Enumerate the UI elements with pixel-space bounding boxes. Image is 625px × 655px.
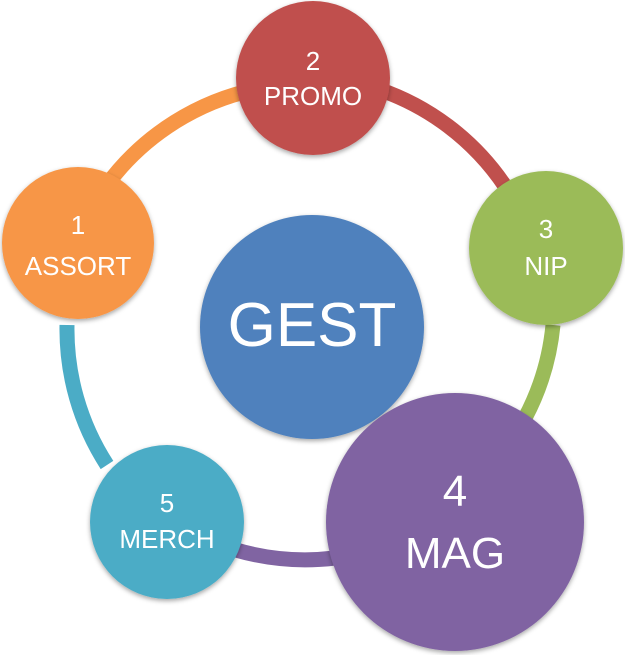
node-assort-circle: [2, 167, 154, 319]
node-mag-label: MAG: [405, 529, 505, 578]
connector-nip-mag: [518, 324, 561, 422]
connector-merch-assort: [59, 324, 114, 470]
connector-mag-merch: [233, 542, 336, 568]
node-promo-label: PROMO: [264, 81, 362, 111]
node-mag: 4 MAG: [326, 393, 584, 651]
node-nip-label: NIP: [524, 251, 567, 281]
node-merch-circle: [90, 445, 244, 599]
node-mag-number: 4: [443, 467, 467, 516]
center-circle: [200, 215, 424, 439]
node-promo: 2 PROMO: [236, 1, 390, 155]
node-merch-number: 5: [160, 488, 174, 518]
node-assort: 1 ASSORT: [2, 167, 154, 319]
center-label: GEST: [228, 291, 397, 360]
connector-promo-nip: [372, 80, 512, 191]
node-promo-number: 2: [306, 46, 320, 76]
node-merch: 5 MERCH: [90, 445, 244, 599]
node-nip: 3 NIP: [469, 171, 623, 325]
connector-assort-promo: [99, 80, 264, 191]
center-node: GEST: [200, 215, 424, 439]
node-nip-number: 3: [539, 214, 553, 244]
node-mag-circle: [326, 393, 584, 651]
node-merch-label: MERCH: [119, 524, 214, 554]
node-nip-circle: [469, 171, 623, 325]
node-promo-circle: [236, 1, 390, 155]
node-assort-number: 1: [71, 210, 85, 240]
node-assort-label: ASSORT: [25, 251, 132, 281]
